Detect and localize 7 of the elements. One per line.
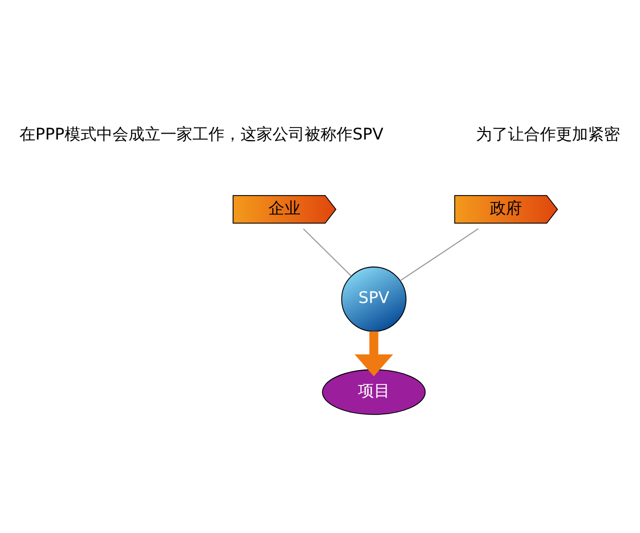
label: 为了让合作更加紧密 bbox=[476, 124, 620, 144]
arrow bbox=[354, 330, 394, 376]
label: 在PPP模式中会成立一家工作，这家公司被称作SPV bbox=[19, 124, 384, 144]
node-circle: SPV bbox=[341, 266, 406, 332]
connector bbox=[303, 228, 352, 276]
node-ellipse: 项目 bbox=[322, 368, 426, 414]
connector bbox=[400, 228, 479, 281]
